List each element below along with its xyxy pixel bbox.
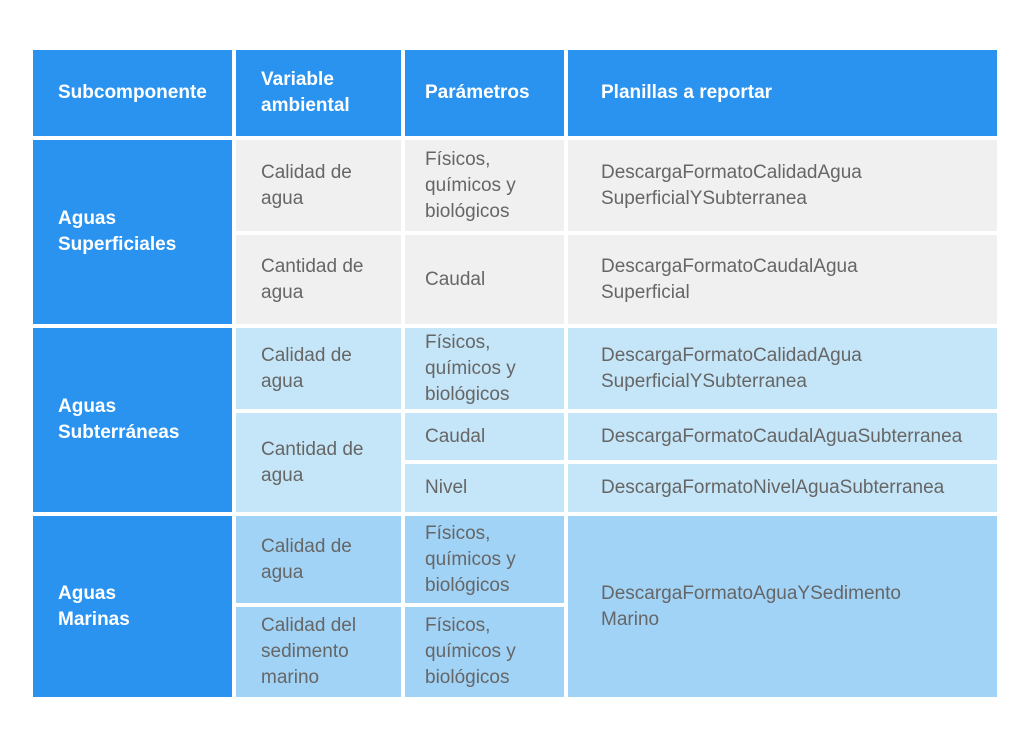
header-planillas: Planillas a reportar (568, 50, 997, 136)
planilla-cell: DescargaFormatoCalidadAgua SuperficialYS… (568, 328, 997, 409)
variable-cell: Calidad de agua (236, 516, 401, 603)
planilla-cell: DescargaFormatoCaudalAgua Superficial (568, 235, 997, 324)
subcomponente-aguas-subterraneas: Aguas Subterráneas (33, 328, 232, 512)
planilla-cell: DescargaFormatoNivelAguaSubterranea (568, 464, 997, 512)
report-table: Subcomponente Variable ambiental Parámet… (33, 50, 997, 698)
variable-cell: Calidad de agua (236, 140, 401, 231)
parametros-cell: Nivel (405, 464, 564, 512)
variable-cell: Calidad de agua (236, 328, 401, 409)
parametros-cell: Caudal (405, 413, 564, 460)
parametros-cell: Físicos, químicos y biológicos (405, 516, 564, 603)
planilla-cell: DescargaFormatoAguaYSedimento Marino (568, 516, 997, 697)
variable-cell: Calidad del sedimento marino (236, 607, 401, 697)
parametros-cell: Físicos, químicos y biológicos (405, 140, 564, 231)
subcomponente-aguas-marinas: Aguas Marinas (33, 516, 232, 697)
parametros-cell: Físicos, químicos y biológicos (405, 328, 564, 409)
header-parametros: Parámetros (405, 50, 564, 136)
variable-cell: Cantidad de agua (236, 413, 401, 512)
planilla-cell: DescargaFormatoCalidadAgua SuperficialYS… (568, 140, 997, 231)
subcomponente-aguas-superficiales: Aguas Superficiales (33, 140, 232, 324)
planilla-cell: DescargaFormatoCaudalAguaSubterranea (568, 413, 997, 460)
header-variable-ambiental: Variable ambiental (236, 50, 401, 136)
header-subcomponente: Subcomponente (33, 50, 232, 136)
variable-cell: Cantidad de agua (236, 235, 401, 324)
parametros-cell: Físicos, químicos y biológicos (405, 607, 564, 697)
parametros-cell: Caudal (405, 235, 564, 324)
